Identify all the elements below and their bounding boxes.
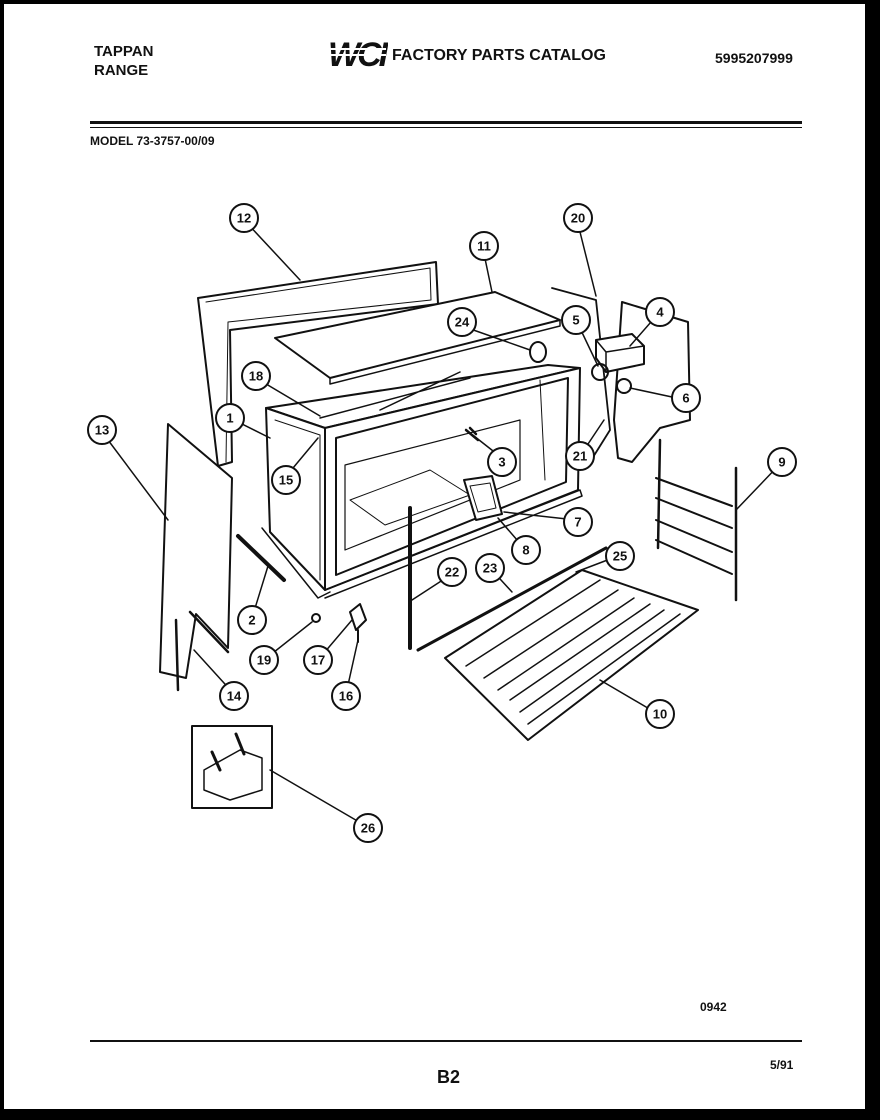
callout-14: 14 bbox=[219, 681, 249, 711]
callout-2: 2 bbox=[237, 605, 267, 635]
catalog-sheet bbox=[4, 4, 865, 1109]
part-nut bbox=[311, 613, 321, 623]
callout-21: 21 bbox=[565, 441, 595, 471]
catalog-title: FACTORY PARTS CATALOG bbox=[392, 47, 606, 64]
callout-18: 18 bbox=[241, 361, 271, 391]
brand-name: TAPPAN bbox=[94, 43, 154, 60]
callout-label: 19 bbox=[257, 653, 271, 668]
callout-20: 20 bbox=[563, 203, 593, 233]
part-long-strip bbox=[416, 546, 608, 652]
callout-label: 4 bbox=[656, 305, 664, 320]
callout-label: 9 bbox=[778, 455, 785, 470]
callout-5: 5 bbox=[561, 305, 591, 335]
part-receptacle bbox=[529, 341, 547, 363]
product-type: RANGE bbox=[94, 62, 149, 79]
callout-label: 11 bbox=[477, 239, 491, 254]
callout-8: 8 bbox=[511, 535, 541, 565]
callout-label: 12 bbox=[237, 211, 251, 226]
callout-12: 12 bbox=[229, 203, 259, 233]
callout-label: 2 bbox=[248, 613, 255, 628]
callout-25: 25 bbox=[605, 541, 635, 571]
revision-date: 5/91 bbox=[770, 1058, 794, 1072]
callout-label: 10 bbox=[653, 707, 667, 722]
callout-9: 9 bbox=[767, 447, 797, 477]
part-lamp-socket bbox=[616, 378, 632, 394]
page-number: B2 bbox=[437, 1067, 461, 1087]
callout-label: 3 bbox=[498, 455, 505, 470]
part-oven-cavity bbox=[261, 364, 583, 599]
part-vent bbox=[463, 475, 503, 521]
model-number: MODEL 73-3757-00/09 bbox=[90, 134, 215, 148]
callout-11: 11 bbox=[469, 231, 499, 261]
callout-3: 3 bbox=[487, 447, 517, 477]
callout-4: 4 bbox=[645, 297, 675, 327]
callout-label: 21 bbox=[573, 449, 587, 464]
callout-16: 16 bbox=[331, 681, 361, 711]
callout-label: 16 bbox=[339, 689, 353, 704]
diagram-code: 0942 bbox=[700, 1000, 727, 1014]
callout-label: 20 bbox=[571, 211, 585, 226]
part-number: 5995207999 bbox=[715, 50, 793, 66]
callout-6: 6 bbox=[671, 383, 701, 413]
part-clip bbox=[349, 603, 367, 643]
callout-1: 1 bbox=[215, 403, 245, 433]
callout-26: 26 bbox=[353, 813, 383, 843]
callout-22: 22 bbox=[437, 557, 467, 587]
part-broiler-rack bbox=[444, 569, 699, 741]
callout-24: 24 bbox=[447, 307, 477, 337]
callout-23: 23 bbox=[475, 553, 505, 583]
header-rule-thin bbox=[90, 127, 802, 128]
part-26-inset bbox=[191, 725, 273, 809]
callout-label: 5 bbox=[572, 313, 579, 328]
callout-label: 23 bbox=[483, 561, 497, 576]
callout-label: 14 bbox=[227, 689, 242, 704]
part-trim-strip bbox=[236, 534, 286, 582]
callout-label: 22 bbox=[445, 565, 459, 580]
part-junction-box bbox=[595, 333, 645, 373]
callout-label: 7 bbox=[574, 515, 581, 530]
callout-13: 13 bbox=[87, 415, 117, 445]
callout-15: 15 bbox=[271, 465, 301, 495]
callout-group: 1 2 3 4 5 6 7 8 9 10 11 12 13 14 15 16 1… bbox=[87, 203, 797, 843]
callout-label: 15 bbox=[279, 473, 293, 488]
part-top-panel bbox=[274, 291, 561, 385]
callout-label: 17 bbox=[311, 653, 325, 668]
header-rule bbox=[90, 121, 802, 124]
part-oven-rack bbox=[655, 438, 738, 602]
callout-label: 6 bbox=[682, 391, 689, 406]
wci-logo: WCI bbox=[328, 36, 388, 72]
part-side-panel bbox=[159, 423, 233, 692]
callout-17: 17 bbox=[303, 645, 333, 675]
callout-label: 24 bbox=[455, 315, 470, 330]
callout-label: 1 bbox=[226, 411, 233, 426]
callout-7: 7 bbox=[563, 507, 593, 537]
callout-label: 13 bbox=[95, 423, 109, 438]
callout-label: 18 bbox=[249, 369, 263, 384]
callout-10: 10 bbox=[645, 699, 675, 729]
callout-label: 25 bbox=[613, 549, 627, 564]
part-fitting bbox=[591, 363, 609, 381]
footer-rule bbox=[90, 1040, 802, 1042]
callout-label: 8 bbox=[522, 543, 529, 558]
callout-label: 26 bbox=[361, 821, 375, 836]
callout-19: 19 bbox=[249, 645, 279, 675]
